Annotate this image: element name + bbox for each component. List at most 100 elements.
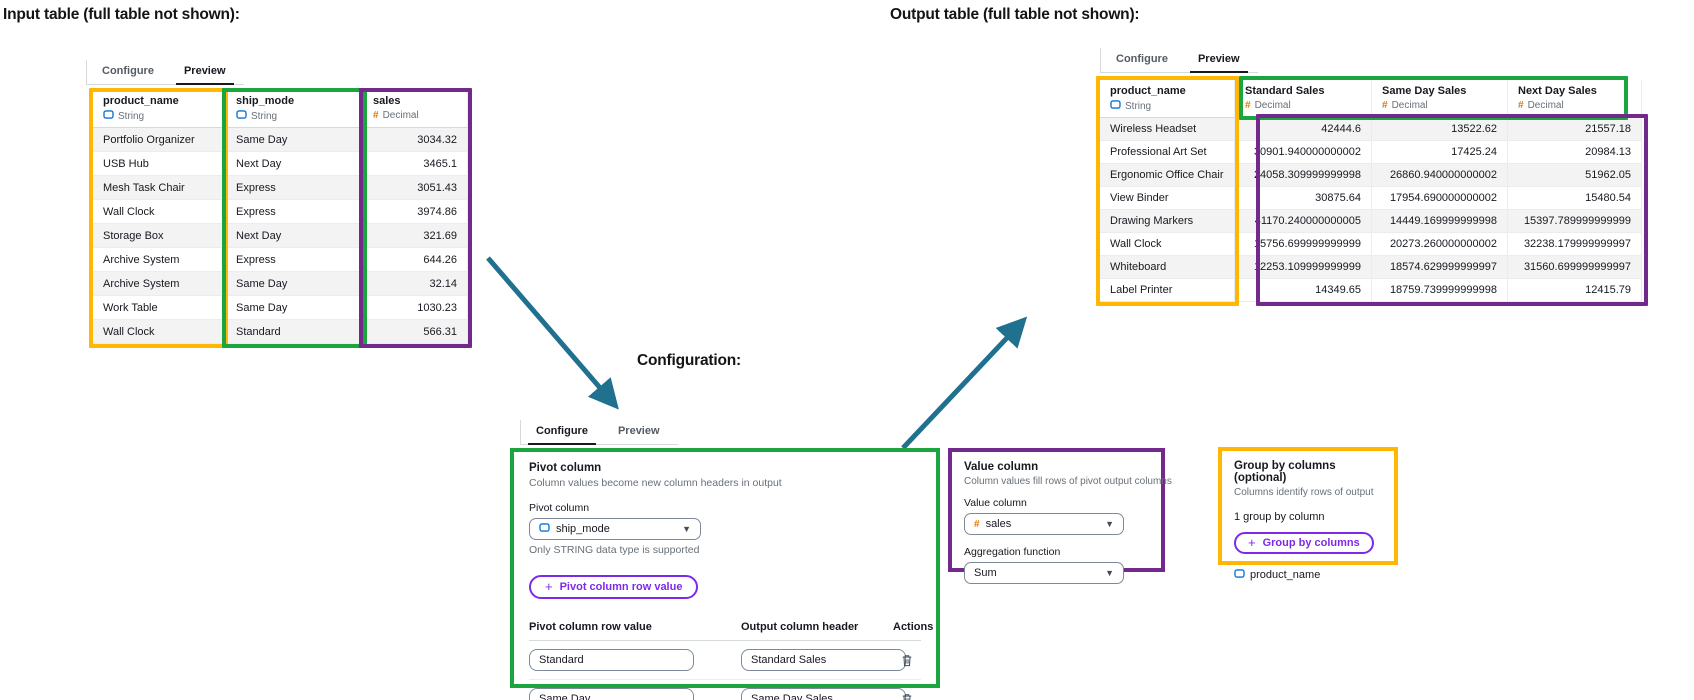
aggregation-select-value: Sum (974, 567, 997, 579)
table-cell: 18574.629999999997 (1372, 256, 1508, 279)
decimal-type-icon: # (1382, 100, 1388, 111)
table-cell: Wall Clock (93, 320, 226, 344)
column-header: Next Day Sales#Decimal (1508, 80, 1642, 118)
table-cell: Work Table (93, 296, 226, 320)
table-cell: Wall Clock (1100, 233, 1235, 256)
table-cell: Same Day (226, 128, 363, 152)
config-tab-preview[interactable]: Preview (617, 425, 660, 437)
pivot-column-select[interactable]: ship_mode ▼ (529, 518, 701, 540)
table-cell: 31560.699999999997 (1508, 256, 1642, 279)
trash-icon (901, 654, 913, 670)
pivot-column-heading: Pivot column (529, 462, 602, 474)
map-header-actions: Actions (893, 621, 934, 633)
group-by-columns-button[interactable]: + Group by columns (1234, 532, 1374, 554)
group-by-column-name: product_name (1250, 569, 1321, 581)
output-tab-preview[interactable]: Preview (1183, 48, 1255, 73)
table-cell: Express (226, 248, 363, 272)
group-by-column-item: product_name (1234, 569, 1382, 581)
pivot-column-field-label: Pivot column (529, 502, 590, 514)
plus-icon: + (1248, 535, 1256, 550)
config-tab-configure[interactable]: Configure (521, 420, 603, 445)
table-cell: 3034.32 (363, 128, 468, 152)
table-cell: 17425.24 (1372, 141, 1508, 164)
input-tab-preview[interactable]: Preview (169, 60, 241, 85)
table-cell: Wall Clock (93, 200, 226, 224)
table-cell: Same Day (226, 272, 363, 296)
map-header-output-header: Output column header (741, 621, 859, 633)
pivot-column-helper: Only STRING data type is supported (529, 544, 700, 556)
table-cell: 15397.789999999999 (1508, 210, 1642, 233)
pivot-row-value-input[interactable] (529, 649, 694, 671)
table-cell: Archive System (93, 248, 226, 272)
chevron-down-icon: ▼ (682, 524, 691, 534)
string-type-icon (1234, 569, 1245, 581)
output-column-header-input[interactable] (741, 649, 906, 671)
output-column-header-input[interactable] (741, 688, 906, 700)
pivot-mapping-table: Pivot column row value Output column hea… (529, 615, 933, 700)
group-by-count: 1 group by column (1234, 511, 1325, 523)
table-cell: 30901.940000000002 (1235, 141, 1372, 164)
table-cell: 566.31 (363, 320, 468, 344)
column-header: Same Day Sales#Decimal (1372, 80, 1508, 118)
table-cell: 12415.79 (1508, 279, 1642, 302)
input-tab-configure[interactable]: Configure (102, 65, 154, 77)
group-by-heading: Group by columns (optional) (1234, 460, 1336, 484)
table-cell: 32238.179999999997 (1508, 233, 1642, 256)
delete-row-button[interactable] (899, 652, 915, 669)
configuration-title: Configuration: (637, 352, 741, 369)
table-cell: 3465.1 (363, 152, 468, 176)
table-cell: 3974.86 (363, 200, 468, 224)
column-header: Standard Sales#Decimal (1235, 80, 1372, 118)
table-cell: 30875.64 (1235, 187, 1372, 210)
decimal-type-icon: # (974, 518, 980, 530)
table-cell: View Binder (1100, 187, 1235, 210)
output-tab-configure[interactable]: Configure (1116, 53, 1168, 65)
table-cell: Same Day (226, 296, 363, 320)
table-cell: 13522.62 (1372, 118, 1508, 141)
value-column-field-label: Value column (964, 497, 1027, 509)
group-by-description: Columns identify rows of output (1234, 487, 1374, 498)
table-cell: Wireless Headset (1100, 118, 1235, 141)
table-cell: Express (226, 200, 363, 224)
value-column-select[interactable]: # sales ▼ (964, 513, 1124, 535)
table-cell: 26860.940000000002 (1372, 164, 1508, 187)
pivot-row-value-input[interactable] (529, 688, 694, 700)
table-cell: Whiteboard (1100, 256, 1235, 279)
string-type-icon (236, 110, 247, 122)
group-by-columns-panel: Group by columns (optional) Columns iden… (1218, 447, 1398, 581)
aggregation-function-select[interactable]: Sum ▼ (964, 562, 1124, 584)
table-cell: Next Day (226, 152, 363, 176)
table-cell: USB Hub (93, 152, 226, 176)
value-column-heading: Value column (964, 461, 1039, 473)
table-cell: 24058.309999999998 (1235, 164, 1372, 187)
table-cell: 17954.690000000002 (1372, 187, 1508, 210)
value-column-select-value: sales (985, 518, 1012, 530)
table-cell: Professional Art Set (1100, 141, 1235, 164)
add-pivot-row-value-button[interactable]: + Pivot column row value (529, 575, 699, 599)
table-cell: Express (226, 176, 363, 200)
table-cell: 15480.54 (1508, 187, 1642, 210)
pivot-column-description: Column values become new column headers … (529, 477, 782, 489)
table-cell: 20984.13 (1508, 141, 1642, 164)
decimal-type-icon: # (1518, 100, 1524, 111)
string-type-icon (1110, 100, 1121, 112)
table-cell: 14349.65 (1235, 279, 1372, 302)
table-cell: Drawing Markers (1100, 210, 1235, 233)
table-cell: 32.14 (363, 272, 468, 296)
table-cell: 42444.6 (1235, 118, 1372, 141)
pivot-mapping-row (529, 680, 921, 700)
trash-icon (901, 693, 913, 700)
table-cell: 321.69 (363, 224, 468, 248)
delete-row-button[interactable] (899, 691, 915, 700)
pivot-column-select-value: ship_mode (556, 523, 610, 535)
table-cell: 51962.05 (1508, 164, 1642, 187)
table-cell: 1030.23 (363, 296, 468, 320)
value-column-panel: Value column Column values fill rows of … (948, 448, 1172, 584)
table-cell: 12253.109999999999 (1235, 256, 1372, 279)
